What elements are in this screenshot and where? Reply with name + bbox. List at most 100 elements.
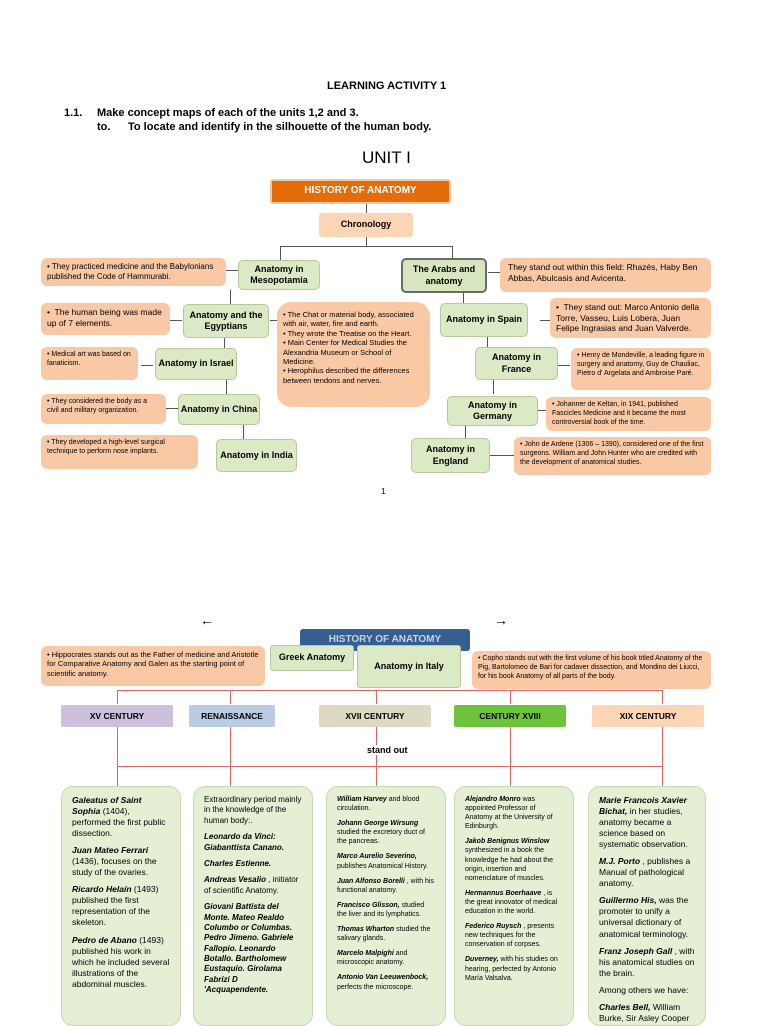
node-spain: Anatomy in Spain: [440, 303, 528, 337]
entry-text: and blood circulation.: [337, 796, 420, 813]
card-entry: Charles Bell, William Burke, Sir Asley C…: [599, 1001, 695, 1025]
entry-text: Among others we have:: [599, 984, 689, 995]
entry-name: M.J. Porto: [599, 856, 641, 867]
entry-text: was the promoter to unify a universal di…: [599, 895, 689, 939]
entry-text: studied the salivary glands.: [337, 926, 431, 943]
card-entry: William Harvey and blood circulation.: [337, 795, 435, 813]
connector: [465, 426, 466, 438]
node-egyptians: Anatomy and the Egyptians: [183, 304, 269, 338]
entry-text: studied the liver and its lymphatics.: [337, 901, 425, 918]
entry-name: Charles Bell,: [599, 1001, 651, 1012]
entry-name: Alejandro Monro: [465, 796, 521, 803]
card-entry: Among others we have:: [599, 985, 695, 996]
node-india: Anatomy in India: [216, 439, 297, 472]
page-number: 1: [381, 487, 386, 496]
item-sub-text: To locate and identify in the silhouette…: [128, 121, 432, 133]
entry-name: Juan Mateo Ferrari: [72, 845, 149, 856]
entry-name: Francisco Glisson,: [337, 901, 400, 909]
entry-text: , initiator of scientific Anatomy.: [204, 875, 299, 895]
connector: [141, 365, 153, 366]
card-entry: Marie Francois Xavier Bichat, in her stu…: [599, 795, 695, 850]
entry-text: with his studies on hearing, perfected b…: [465, 956, 558, 982]
connector: [226, 380, 227, 394]
entry-name: Marco Aurelio Severino,: [337, 853, 417, 861]
connector: [226, 270, 238, 271]
connector: [558, 365, 570, 366]
connector: [230, 690, 231, 704]
century-xv: XV CENTURY: [61, 705, 173, 727]
entry-name: William Harvey: [337, 796, 387, 803]
card-entry: Jakob Benignus Winslow synthesized in a …: [465, 837, 563, 882]
node-israel: Anatomy in Israel: [155, 348, 237, 380]
arabs-note: They stand out within this field: Rhazés…: [500, 258, 711, 292]
entry-text: synthesized in a book the knowledge he h…: [465, 847, 553, 882]
card-entry: Ricardo Helaín (1493) published the firs…: [72, 884, 170, 928]
italy-note: • Copho stands out with the first volume…: [472, 651, 711, 689]
greek-note: • Hippocrates stands out as the Father o…: [41, 646, 265, 686]
center-note-line: • Main Center for Medical Studies the Al…: [283, 338, 407, 366]
connector: [376, 727, 377, 787]
card-xix-century: Marie Francois Xavier Bichat, in her stu…: [588, 786, 706, 1026]
spain-note: • They stand out: Marco Antonio della To…: [550, 298, 711, 338]
entry-text: , publishes a Manual of pathological ana…: [599, 856, 691, 889]
entry-name: Leonardo da Vinci: Giabanttista Canano.: [204, 832, 285, 852]
connector: [230, 727, 231, 787]
century-xix: XIX CENTURY: [592, 705, 704, 727]
entry-name: Guillermo His,: [599, 895, 657, 906]
connector: [117, 766, 662, 767]
card-entry: Franz Joseph Gall , with his anatomical …: [599, 946, 695, 979]
card-entry: M.J. Porto , publishes a Manual of patho…: [599, 856, 695, 889]
connector: [117, 690, 662, 691]
chronology-node: Chronology: [319, 213, 413, 237]
item-number: 1.1.: [64, 107, 83, 119]
card-entry: Galeatus of Saint Sophia (1404), perform…: [72, 795, 170, 839]
connector: [366, 204, 367, 214]
connector: [510, 727, 511, 787]
node-france: Anatomy in France: [475, 347, 558, 380]
mesopotamia-note: • They practiced medicine and the Babylo…: [41, 258, 226, 286]
india-note: • They developed a high-level surgical t…: [41, 435, 198, 469]
connector: [280, 246, 452, 247]
center-note-line: • The Chat or material body, associated …: [283, 310, 414, 329]
node-china: Anatomy in China: [178, 394, 260, 425]
entry-name: Duverney,: [465, 956, 499, 964]
entry-name: Giovani Battista del Monte. Mateo Realdo…: [204, 902, 294, 995]
connector: [538, 410, 546, 411]
connector: [487, 337, 488, 347]
connector: [510, 690, 511, 704]
node-italy: Anatomy in Italy: [357, 645, 461, 688]
entry-name: Antonio Van Leeuwenbock,: [337, 974, 429, 982]
connector: [662, 690, 663, 704]
entry-text: perfects the microscope.: [337, 983, 414, 991]
entry-name: Federico Ruysch: [465, 923, 522, 931]
entry-name: Juan Alfonso Borelli: [337, 877, 405, 885]
entry-text: publishes Anatomical History.: [337, 862, 428, 870]
card-entry: Thomas Wharton studied the salivary glan…: [337, 925, 435, 943]
century-xvii: XVII CENTURY: [319, 705, 431, 727]
card-entry: Francisco Glisson, studied the liver and…: [337, 901, 435, 919]
entry-name: Hermannus Boerhaave: [465, 889, 542, 897]
center-note: • The Chat or material body, associated …: [277, 302, 430, 407]
history-of-anatomy-title: HISTORY OF ANATOMY: [270, 179, 451, 204]
node-arabs: The Arabs and anatomy: [401, 258, 487, 293]
node-mesopotamia: Anatomy in Mesopotamia: [238, 260, 320, 290]
center-note-line: • Herophilus described the differences b…: [283, 366, 410, 385]
card-entry: Marco Aurelio Severino, publishes Anatom…: [337, 852, 435, 870]
connector: [490, 455, 514, 456]
entry-name: Andreas Vesalio: [204, 875, 266, 885]
card-renaissance: Extraordinary period mainly in the knowl…: [193, 786, 313, 1026]
connector: [376, 690, 377, 704]
node-england: Anatomy in England: [411, 438, 490, 473]
card-intro: Extraordinary period mainly in the knowl…: [204, 795, 302, 825]
connector: [540, 320, 550, 321]
century-xviii: CENTURY XVIII: [454, 705, 566, 727]
entry-text: (1436), focuses on the study of the ovar…: [72, 856, 157, 878]
connector: [488, 272, 500, 273]
arrow-left: ←: [200, 612, 214, 628]
card-xvii-century: William Harvey and blood circulation.Joh…: [326, 786, 446, 1026]
connector: [366, 237, 367, 247]
entry-text: , with his anatomical studies on the bra…: [599, 945, 695, 978]
card-entry: Marcelo Malpighi and microscopic anatomy…: [337, 949, 435, 967]
node-greek: Greek Anatomy: [270, 645, 354, 671]
arrow-right: →: [494, 612, 508, 628]
